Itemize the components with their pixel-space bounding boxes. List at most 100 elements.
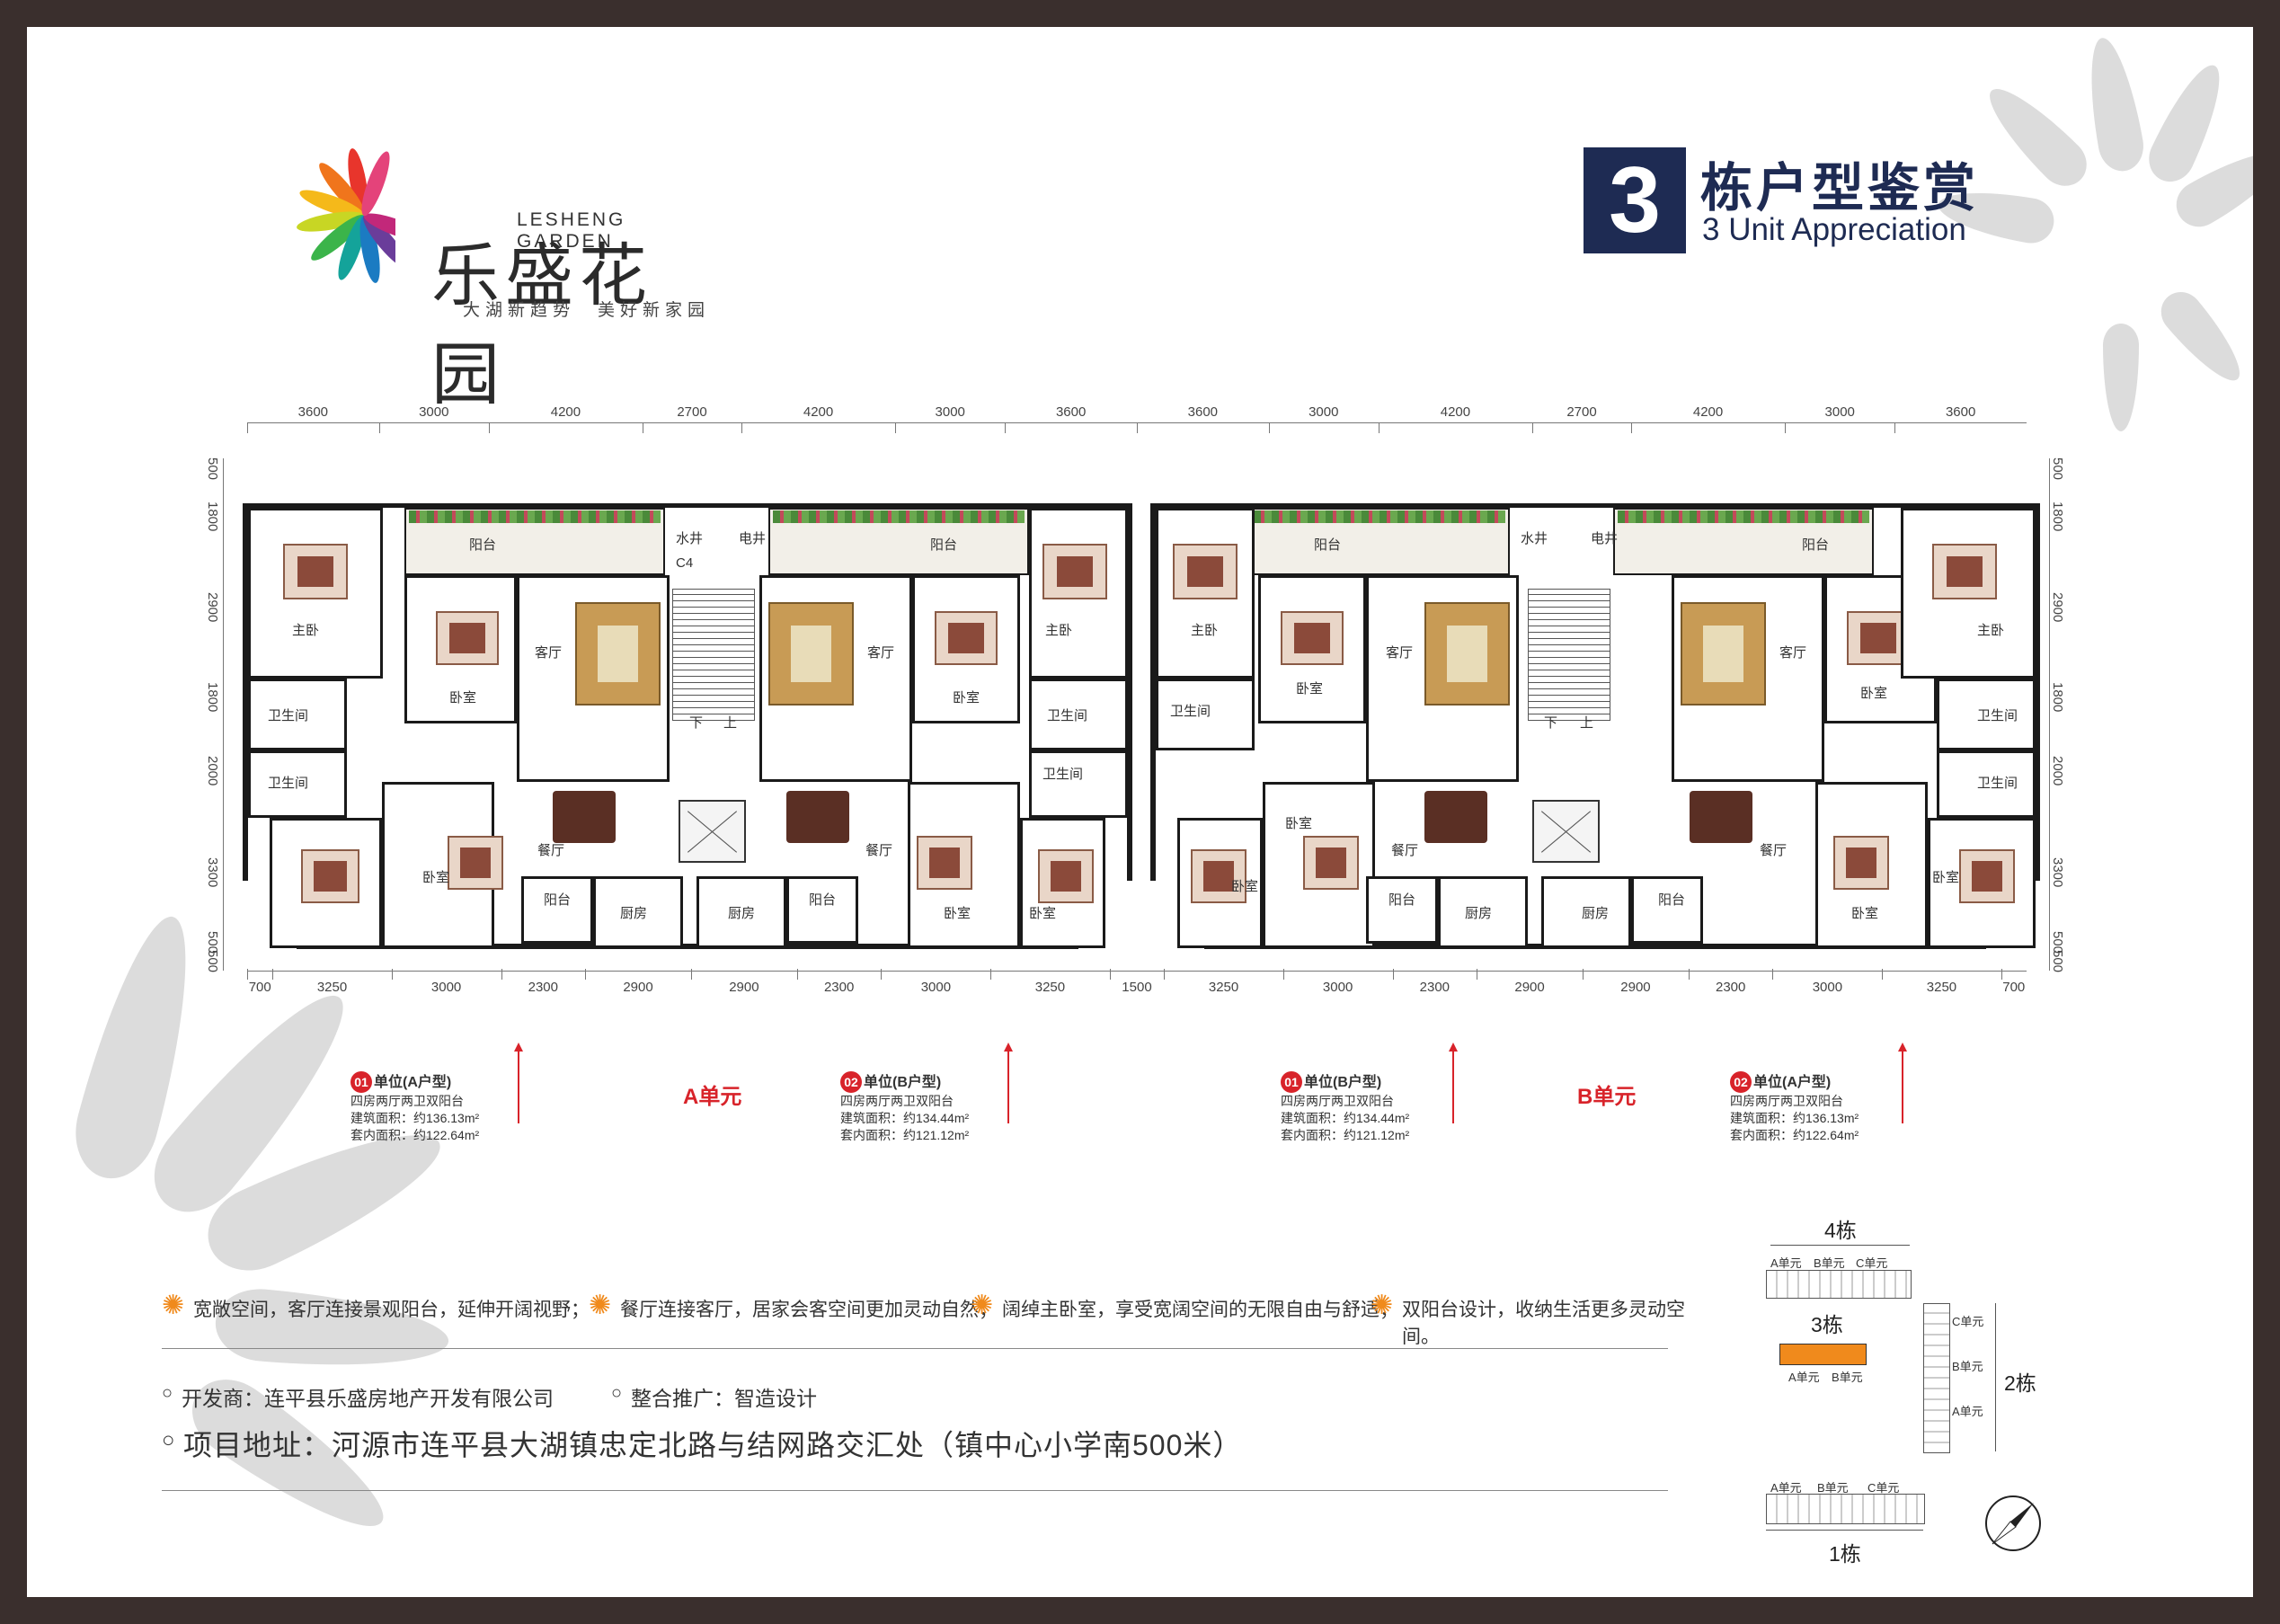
address-row: ○ 项目地址：河源市连平县大湖镇忠定北路与结网路交汇处（镇中心小学南500米） <box>162 1423 1600 1468</box>
unit-type: 单位(B户型) <box>1304 1075 1382 1090</box>
dimension-tick <box>1785 422 1787 433</box>
title-chinese: 栋户型鉴赏 <box>1700 159 1980 217</box>
dimension-label-top: 4200 <box>1440 404 1471 420</box>
unit-type: 单位(A户型) <box>1753 1075 1832 1090</box>
unit-number-badge: 02 <box>1730 1071 1752 1093</box>
dimension-label-side: 1800 <box>205 501 220 532</box>
dimension-label-bottom: 2900 <box>623 980 653 995</box>
building-4-footprint <box>1766 1270 1912 1299</box>
dimension-tick <box>1631 422 1632 433</box>
feature-1: 宽敞空间，客厅连接景观阳台，延伸开阔视野； <box>193 1300 590 1320</box>
dimension-label-side: 2000 <box>205 755 220 786</box>
room-label-water-well: 水井 <box>1521 531 1548 546</box>
unit-gross-area: 建筑面积：约134.44m² <box>1281 1111 1410 1125</box>
dimension-tick <box>1392 969 1394 980</box>
title-english: 3 Unit Appreciation <box>1702 212 1966 247</box>
bathroom <box>1029 679 1128 750</box>
bathroom <box>1156 679 1255 750</box>
circle-bullet-icon: ○ <box>162 1428 175 1452</box>
bedroom <box>270 818 382 948</box>
building-3-footprint <box>1779 1344 1867 1365</box>
room-label-bedroom: 卧室 <box>422 870 450 885</box>
room-label-dining: 餐厅 <box>537 843 565 858</box>
room-label-bath: 卫生间 <box>268 708 309 723</box>
unit-net-area: 套内面积：约121.12m² <box>840 1128 970 1142</box>
dimension-label-top: 4200 <box>1692 404 1724 420</box>
stair-label-down: 下 <box>1544 715 1558 731</box>
unit-type: 单位(B户型) <box>864 1075 942 1090</box>
dimension-label-bottom: 3000 <box>920 980 952 995</box>
unit-number-badge: 01 <box>350 1071 372 1093</box>
dimension-label-side: 2900 <box>205 591 220 623</box>
building-1-footprint <box>1766 1494 1925 1524</box>
dimension-tick <box>1772 969 1774 980</box>
room-label-master: 主卧 <box>292 623 320 638</box>
room-label-water-well: 水井 <box>676 531 704 546</box>
developer-row: ○ 开发商：连平县乐盛房地产开发有限公司 ○ 整合推广：智造设计 <box>162 1381 1240 1417</box>
dimension-tick <box>1268 422 1270 433</box>
room-label-bedroom: 卧室 <box>1860 686 1888 701</box>
room-label-balcony: 阳台 <box>544 892 572 908</box>
dimension-label-side: 3300 <box>205 857 220 888</box>
bathroom <box>248 750 347 818</box>
site-key-plan: 4栋 A单元 B单元 C单元 3栋 A单元 B单元 C单元 B单元 A单元 2栋… <box>1752 1213 2058 1582</box>
room-label-bath: 卫生间 <box>1977 708 2018 723</box>
dimension-label-bottom: 2900 <box>1514 980 1545 995</box>
dimension-label-top: 3600 <box>297 404 329 420</box>
dimension-tick <box>1532 422 1533 433</box>
room-label-balcony: 阳台 <box>1658 892 1686 908</box>
circle-bullet-icon: ○ <box>162 1383 173 1403</box>
dimension-tick <box>391 969 393 980</box>
features-row: ✺ 宽敞空间，客厅连接景观阳台，延伸开阔视野； ✺ 餐厅连接客厅，居家会客空间更… <box>162 1290 1690 1347</box>
stair-label-down: 下 <box>689 715 704 731</box>
room-label-bath: 卫生间 <box>1047 708 1088 723</box>
unit-gross-area: 建筑面积：约136.13m² <box>350 1111 480 1125</box>
room-label-dining: 餐厅 <box>865 843 893 858</box>
dimension-tick <box>895 422 897 433</box>
building-number: 3 <box>1584 147 1686 253</box>
dimension-tick <box>1164 969 1166 980</box>
bathroom <box>1937 679 2036 750</box>
dimension-label-top: 3600 <box>1187 404 1219 420</box>
elevator <box>679 800 746 863</box>
dimension-label-side: 3300 <box>2050 857 2065 888</box>
room-label-kitchen: 厨房 <box>1582 906 1610 921</box>
dimension-label-top: 3600 <box>1055 404 1087 420</box>
room-label-master: 主卧 <box>1977 623 2005 638</box>
room-label-c4: C4 <box>676 555 694 571</box>
building-2-label: 2栋 <box>2004 1371 2036 1395</box>
dimension-tick <box>247 969 248 980</box>
dimension-tick <box>272 969 274 980</box>
balcony <box>1631 876 1703 944</box>
unit-net-area: 套内面积：约121.12m² <box>1281 1128 1410 1142</box>
dimension-label-side: 1800 <box>205 682 220 713</box>
dimension-label-top: 3000 <box>1309 404 1339 420</box>
dimension-label-bottom: 2900 <box>729 980 759 995</box>
dimension-line-right <box>2049 458 2050 971</box>
keyplan-a: A单元 <box>1952 1405 1983 1418</box>
sun-icon: ✺ <box>971 1291 994 1320</box>
room-label-dining: 餐厅 <box>1760 843 1788 858</box>
dimension-label-bottom: 2300 <box>823 980 855 995</box>
room-label-living: 客厅 <box>535 645 563 661</box>
dimension-label-bottom: 3000 <box>430 980 462 995</box>
dimension-label-top: 3000 <box>419 404 449 420</box>
dimension-label-top: 4200 <box>803 404 834 420</box>
feature-2: 餐厅连接客厅，居家会客空间更加灵动自然； <box>620 1300 998 1320</box>
dimension-label-side: 500 <box>2050 950 2065 973</box>
room-label-living: 客厅 <box>1779 645 1807 661</box>
room-label-balcony: 阳台 <box>809 892 837 908</box>
flower-logo-icon <box>297 148 395 283</box>
room-label-balcony: 阳台 <box>1314 537 1342 553</box>
dimension-tick <box>1882 969 1884 980</box>
unit-block-b-label: B单元 <box>1577 1085 1637 1109</box>
room-label-bath: 卫生间 <box>1977 776 2018 791</box>
dimension-tick <box>1378 422 1380 433</box>
dimension-tick <box>990 969 992 980</box>
logo-english: LESHENG GARDEN <box>517 209 626 252</box>
dimension-line-bottom <box>247 971 2027 972</box>
keyplan-b: B单元 <box>1814 1256 1845 1270</box>
dimension-label-top: 3000 <box>935 404 965 420</box>
